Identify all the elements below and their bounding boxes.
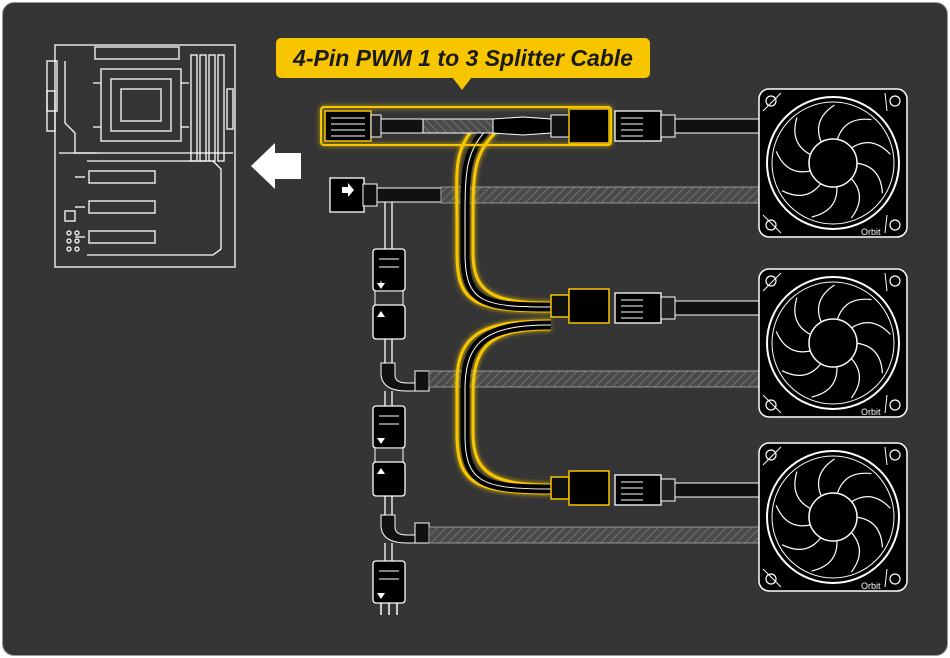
argb-cable	[329, 177, 760, 615]
case-fan-icon	[758, 88, 908, 238]
callout-pointer	[452, 77, 472, 90]
pwm-splitter-cable	[320, 106, 612, 506]
splitter-callout-label: 4-Pin PWM 1 to 3 Splitter Cable	[276, 38, 650, 78]
fan-brand-label: Orbit	[861, 581, 881, 591]
fan-brand-label: Orbit	[861, 227, 881, 237]
fan-brand-label: Orbit	[861, 407, 881, 417]
case-fan-icon	[758, 442, 908, 592]
case-fan-icon	[758, 268, 908, 418]
fan-pwm-leads	[614, 110, 760, 506]
wiring-diagram: Orbit Orbit Orbit	[46, 44, 908, 615]
motherboard-icon	[46, 44, 236, 268]
arrow-left-icon	[251, 143, 301, 189]
